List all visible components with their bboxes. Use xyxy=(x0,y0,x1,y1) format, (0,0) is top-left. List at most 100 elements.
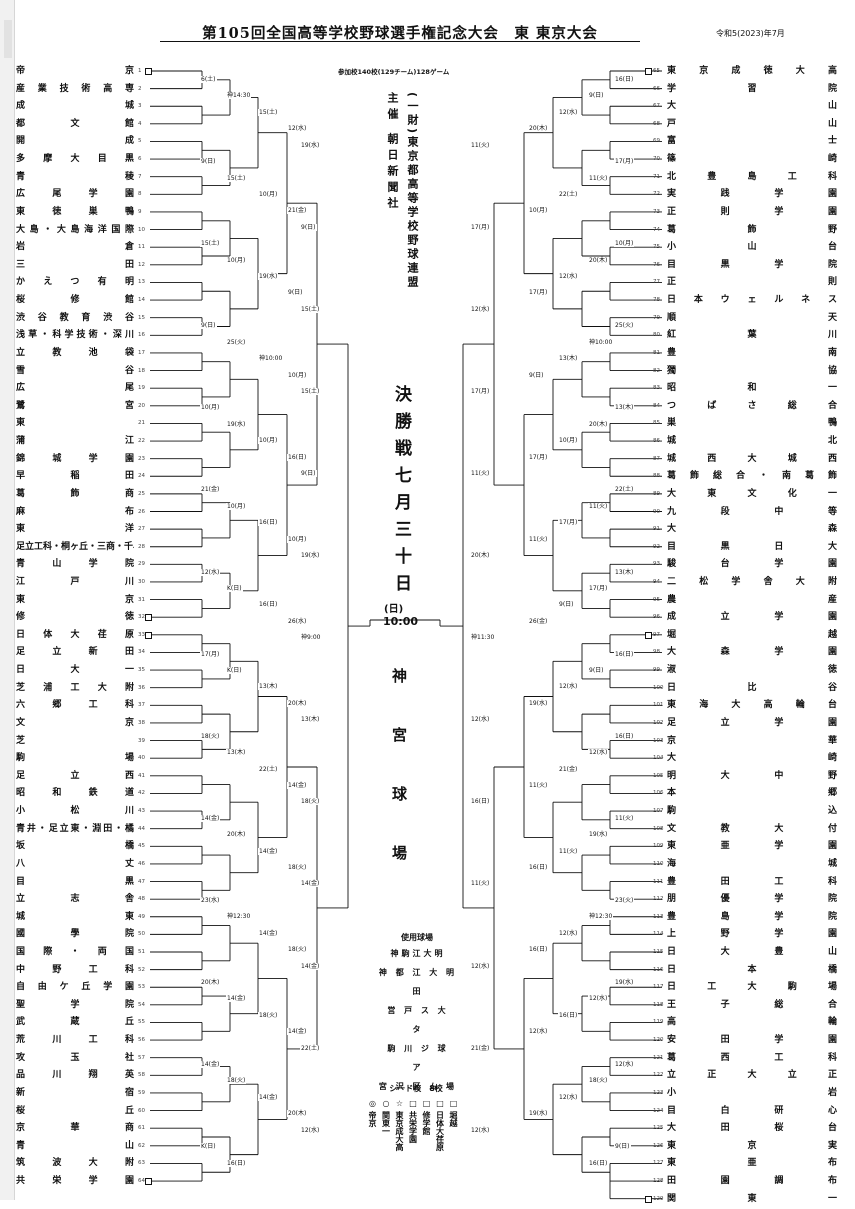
team-name: 巣鴨 xyxy=(667,418,837,429)
game-date-label: 16(日) xyxy=(258,519,279,527)
team-number: 62 xyxy=(138,1142,145,1149)
team-name: 東徳巣鴨 xyxy=(16,206,134,217)
team-name: 城北 xyxy=(667,436,837,447)
team-number: 91 xyxy=(653,526,660,533)
team-name: 足立西 xyxy=(16,770,134,781)
game-date-label: 19(水) xyxy=(226,420,247,428)
seed-team: 関東一 xyxy=(381,1111,391,1135)
game-date-label: 14(金) xyxy=(200,814,221,822)
game-date-label: 9(日) xyxy=(200,158,217,166)
seed-mark: ◎ xyxy=(369,1099,376,1108)
game-date-label: 19(水) xyxy=(300,552,321,560)
team-number: 49 xyxy=(138,913,145,920)
team-number: 33 xyxy=(138,631,145,638)
team-number: 125 xyxy=(653,1125,664,1132)
team-number: 113 xyxy=(653,913,664,920)
game-date-label: 20(木) xyxy=(470,552,491,560)
seed-marker xyxy=(145,614,152,622)
game-date-label: 10(月) xyxy=(258,190,279,198)
team-name: 上野学園 xyxy=(667,929,837,940)
team-name: 明大中野 xyxy=(667,770,837,781)
team-number: 51 xyxy=(138,949,145,955)
team-name: 大島・大島海洋国際 xyxy=(16,224,134,235)
team-number: 47 xyxy=(138,878,145,885)
team-number: 111 xyxy=(653,878,664,885)
team-name: 立志舎 xyxy=(16,894,134,905)
game-date-label: 12(水) xyxy=(588,995,609,1003)
team-number: 93 xyxy=(653,561,660,568)
game-date-label: 22(土) xyxy=(558,190,579,198)
game-date-label: 11(火) xyxy=(470,470,491,478)
game-date-label: 12(水) xyxy=(287,125,308,133)
team-name: 東亜布 xyxy=(667,1158,837,1169)
team-name: 錦城学園 xyxy=(16,453,134,464)
team-number: 32 xyxy=(138,614,145,621)
game-date-label: 16(日) xyxy=(588,1159,609,1167)
team-name: 麻布 xyxy=(16,506,134,517)
team-number: 23 xyxy=(138,455,145,462)
team-number: 67 xyxy=(653,103,660,110)
team-name: 立正大立正 xyxy=(667,1070,837,1081)
game-date-label: 15(土) xyxy=(258,108,279,116)
game-date-label: 13(木) xyxy=(226,749,247,757)
game-date-label: 11(火) xyxy=(470,880,491,888)
venue-row: 田 xyxy=(412,987,424,996)
team-name: 北豊島工科 xyxy=(667,171,837,182)
team-number: 82 xyxy=(653,367,660,374)
team-number: 59 xyxy=(138,1089,145,1096)
seed-team: 修学館 xyxy=(422,1111,431,1135)
game-date-label: 17(月) xyxy=(470,223,491,231)
team-number: 64 xyxy=(138,1178,145,1185)
game-date-label: 20(木) xyxy=(287,699,308,707)
team-name: 豊南 xyxy=(667,347,837,358)
team-name: 堀越 xyxy=(667,629,837,640)
team-number: 90 xyxy=(653,508,660,515)
team-number: 34 xyxy=(138,649,145,656)
venue-row: 宮 沢 区 ム 場 xyxy=(378,1082,458,1091)
organizer-federation: (一財)東京都高等学校野球連盟 xyxy=(406,92,419,291)
team-number: 8 xyxy=(138,191,142,198)
team-name: 目黒学院 xyxy=(667,259,837,270)
seeds-table: ◎帝京○関東一☆東京成大高□共栄学園□修学館□日体大荏原□堀越 xyxy=(367,1098,463,1196)
game-date-label: 25(火) xyxy=(226,338,247,346)
team-name: 紅葉川 xyxy=(667,330,837,341)
team-name: 荒川工科 xyxy=(16,1035,134,1046)
team-name: 日本橋 xyxy=(667,964,837,975)
team-name: 鷺宮 xyxy=(16,400,134,411)
game-date-label: 6(土) xyxy=(200,76,217,83)
team-number: 27 xyxy=(138,526,145,533)
team-number: 48 xyxy=(138,896,145,903)
team-number: 31 xyxy=(138,596,145,603)
team-number: 80 xyxy=(653,332,660,339)
game-date-label: 20(木) xyxy=(200,978,221,986)
team-number: 30 xyxy=(138,578,145,585)
game-date-label: 17(月) xyxy=(528,453,549,461)
team-number: 19 xyxy=(138,385,145,392)
team-number: 72 xyxy=(653,191,660,198)
final-venue: 神宮球場 xyxy=(390,668,408,904)
game-date-label: 14(金) xyxy=(258,847,279,855)
venue-row: 駒 川 ジ 球 xyxy=(387,1044,449,1053)
game-date-label: 18(火) xyxy=(588,1077,609,1085)
game-date-label: 9(日) xyxy=(300,223,317,231)
seed-column: □日体大荏原 xyxy=(435,1098,446,1196)
